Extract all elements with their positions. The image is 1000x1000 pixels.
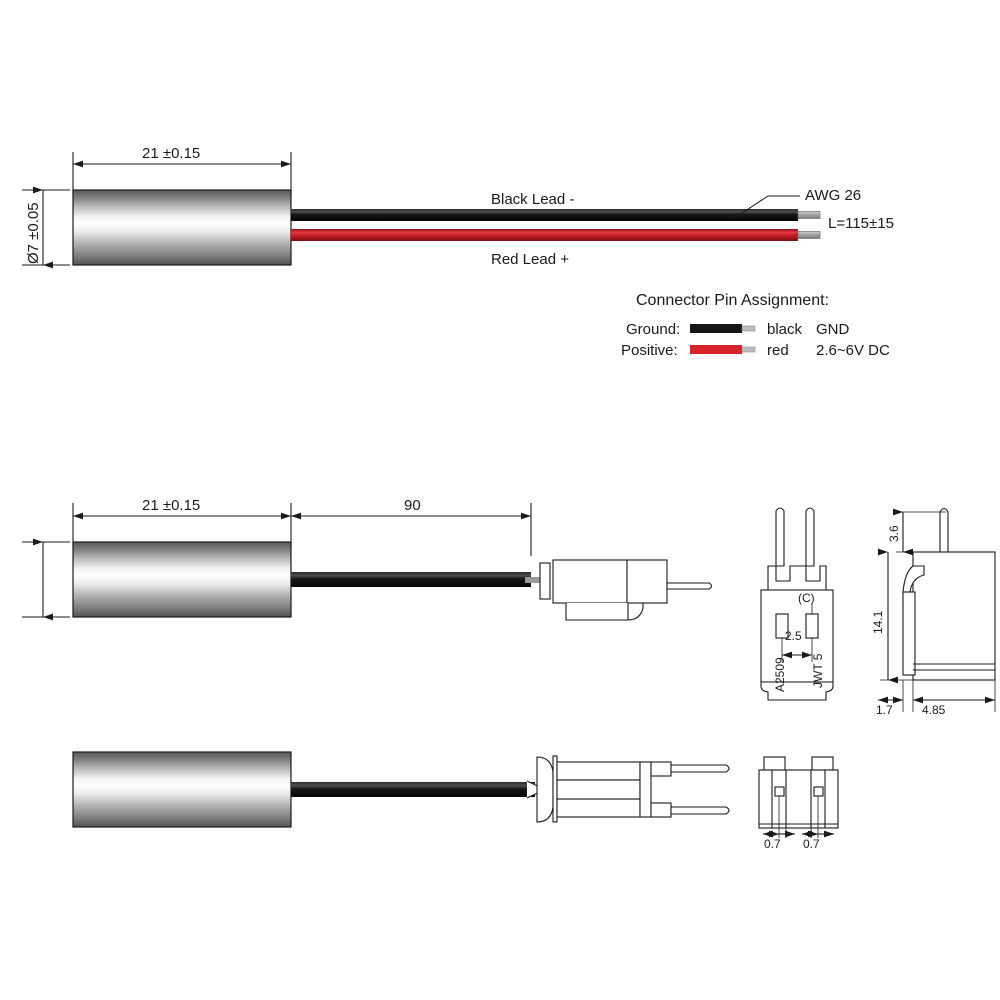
legend-row-1-color-name: red xyxy=(767,342,789,359)
legend-row-0-role: Ground: xyxy=(626,321,681,338)
legend-row-1-value: 2.6~6V DC xyxy=(816,342,890,359)
top-view-group xyxy=(22,152,821,269)
connector-c-mark: (C) xyxy=(798,591,815,605)
connector-pin-width-dimension-1: 0.7 xyxy=(764,837,781,851)
bottom-view-group xyxy=(72,751,730,828)
connector-body-height-dimension: 14.1 xyxy=(871,610,885,634)
middle-view-length-dimension: 21 ±0.15 xyxy=(142,497,201,514)
legend-row-0-color-name: black xyxy=(767,321,803,338)
connector-body-width-dimension: 4.85 xyxy=(922,703,946,717)
wire-gauge-label: AWG 26 xyxy=(805,187,862,204)
connector-side-view-group xyxy=(878,507,996,712)
black-lead-label: Black Lead - xyxy=(491,191,575,208)
connector-pitch-dimension: 2.5 xyxy=(785,629,802,643)
top-view-diameter-dimension: Ø7 ±0.05 xyxy=(25,202,42,264)
legend-row-1-role: Positive: xyxy=(621,342,678,359)
middle-view-group xyxy=(22,503,713,621)
connector-pin-height-dimension: 3.6 xyxy=(887,525,901,542)
connector-bottom-view-group xyxy=(758,756,839,838)
connector-lip-dimension: 1.7 xyxy=(876,703,893,717)
lead-length-label: L=115±15 xyxy=(828,215,894,232)
red-lead-label: Red Lead + xyxy=(491,251,569,268)
connector-front-view-group xyxy=(760,507,834,701)
legend-title: Connector Pin Assignment: xyxy=(636,292,829,309)
middle-view-cable-dimension: 90 xyxy=(404,497,421,514)
connector-pin-width-dimension-2: 0.7 xyxy=(803,837,820,851)
legend-row-0-value: GND xyxy=(816,321,850,338)
connector-part-code-right: JWT 5 xyxy=(811,653,825,688)
connector-part-code-left: A2509 xyxy=(773,657,787,692)
legend-swatch-group xyxy=(690,324,756,354)
top-view-length-dimension: 21 ±0.15 xyxy=(142,145,201,162)
